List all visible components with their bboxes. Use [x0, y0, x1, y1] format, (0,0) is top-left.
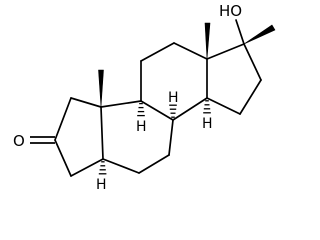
ring-d — [206, 43, 262, 115]
hydroxyl-label: HO — [219, 2, 242, 20]
steroid-structure-diagram: HO O H H H H — [13, 2, 276, 193]
bond-c8-c7 — [168, 119, 174, 156]
bond-c3-c5 — [70, 158, 104, 177]
hydrogen-h5-label: H — [96, 177, 107, 193]
bond-c5-c10 — [100, 106, 104, 160]
bond-c6-c5 — [102, 158, 140, 174]
hash-bond-h14 — [203, 100, 211, 114]
bond-c1-c2 — [54, 97, 72, 141]
bond-c17-oh — [235, 19, 245, 45]
bond-c15-c14 — [206, 97, 241, 115]
ring-a — [30, 97, 104, 177]
ring-b — [100, 100, 174, 174]
bond-c17-c16 — [243, 43, 262, 81]
bond-c10-c1 — [70, 97, 102, 108]
hash-bond-h8 — [169, 104, 177, 118]
hydrogen-h14-label: H — [202, 116, 213, 132]
hash-bond-h9 — [137, 102, 145, 117]
bond-c11-c12 — [140, 42, 175, 62]
hydrogen-h9-label: H — [136, 119, 147, 135]
bond-c13-c17 — [206, 43, 245, 60]
bond-c7-c6 — [138, 154, 170, 174]
methyl-c13-wedge — [204, 22, 211, 60]
methyl-c10-wedge — [98, 69, 104, 108]
bond-c14-c8 — [172, 97, 208, 121]
bond-c2-c3 — [54, 139, 72, 177]
ring-c — [140, 42, 208, 121]
bond-c10-c9 — [100, 100, 142, 108]
bond-c12-c13 — [173, 42, 208, 60]
ketone-oxygen-label: O — [13, 132, 25, 150]
hash-bond-h5 — [98, 161, 107, 175]
methyl-c17-wedge — [243, 24, 276, 45]
bond-c16-c15 — [239, 79, 262, 115]
bond-c9-c8 — [140, 100, 174, 121]
hydrogen-h8-label: H — [168, 90, 179, 106]
